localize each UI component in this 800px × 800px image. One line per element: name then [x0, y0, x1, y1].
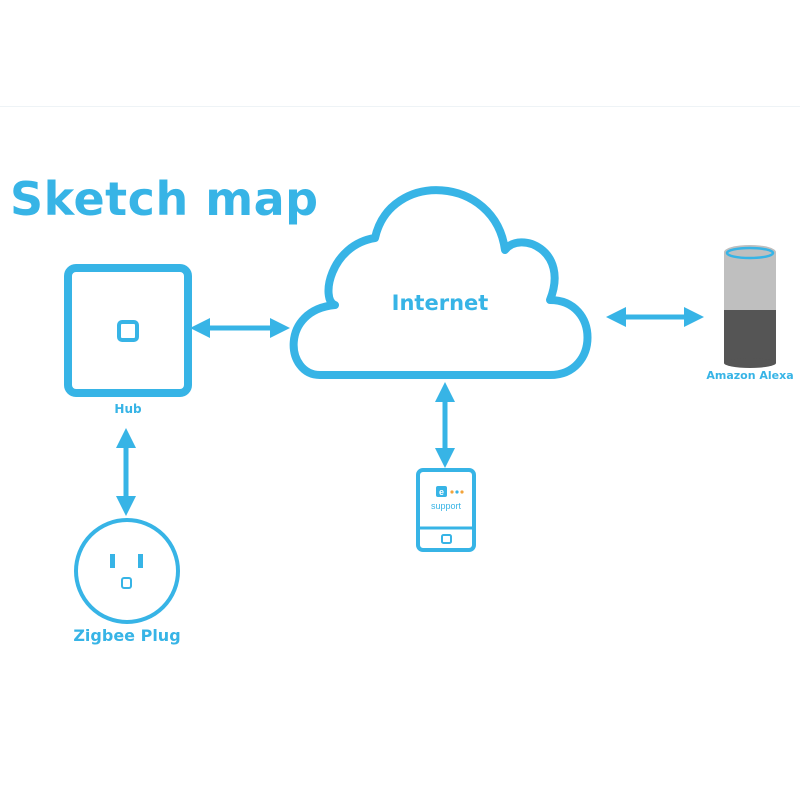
internet-label: Internet: [391, 291, 489, 315]
zigbee-plug-icon: [74, 518, 180, 624]
internet-cloud-icon: [289, 186, 592, 379]
amazon-alexa-speaker-icon: [724, 245, 776, 368]
phone-app-letter: e: [439, 487, 444, 497]
top-divider: [0, 106, 800, 107]
page-title: Sketch map: [10, 172, 319, 226]
phone-app-name: support: [431, 501, 462, 511]
hub-device-icon: [64, 264, 192, 397]
hub-label: Hub: [114, 402, 142, 416]
amazon-alexa-label: Amazon Alexa: [706, 369, 794, 382]
smartphone-icon: e support: [416, 468, 476, 552]
zigbee-plug-label: Zigbee Plug: [73, 626, 181, 645]
